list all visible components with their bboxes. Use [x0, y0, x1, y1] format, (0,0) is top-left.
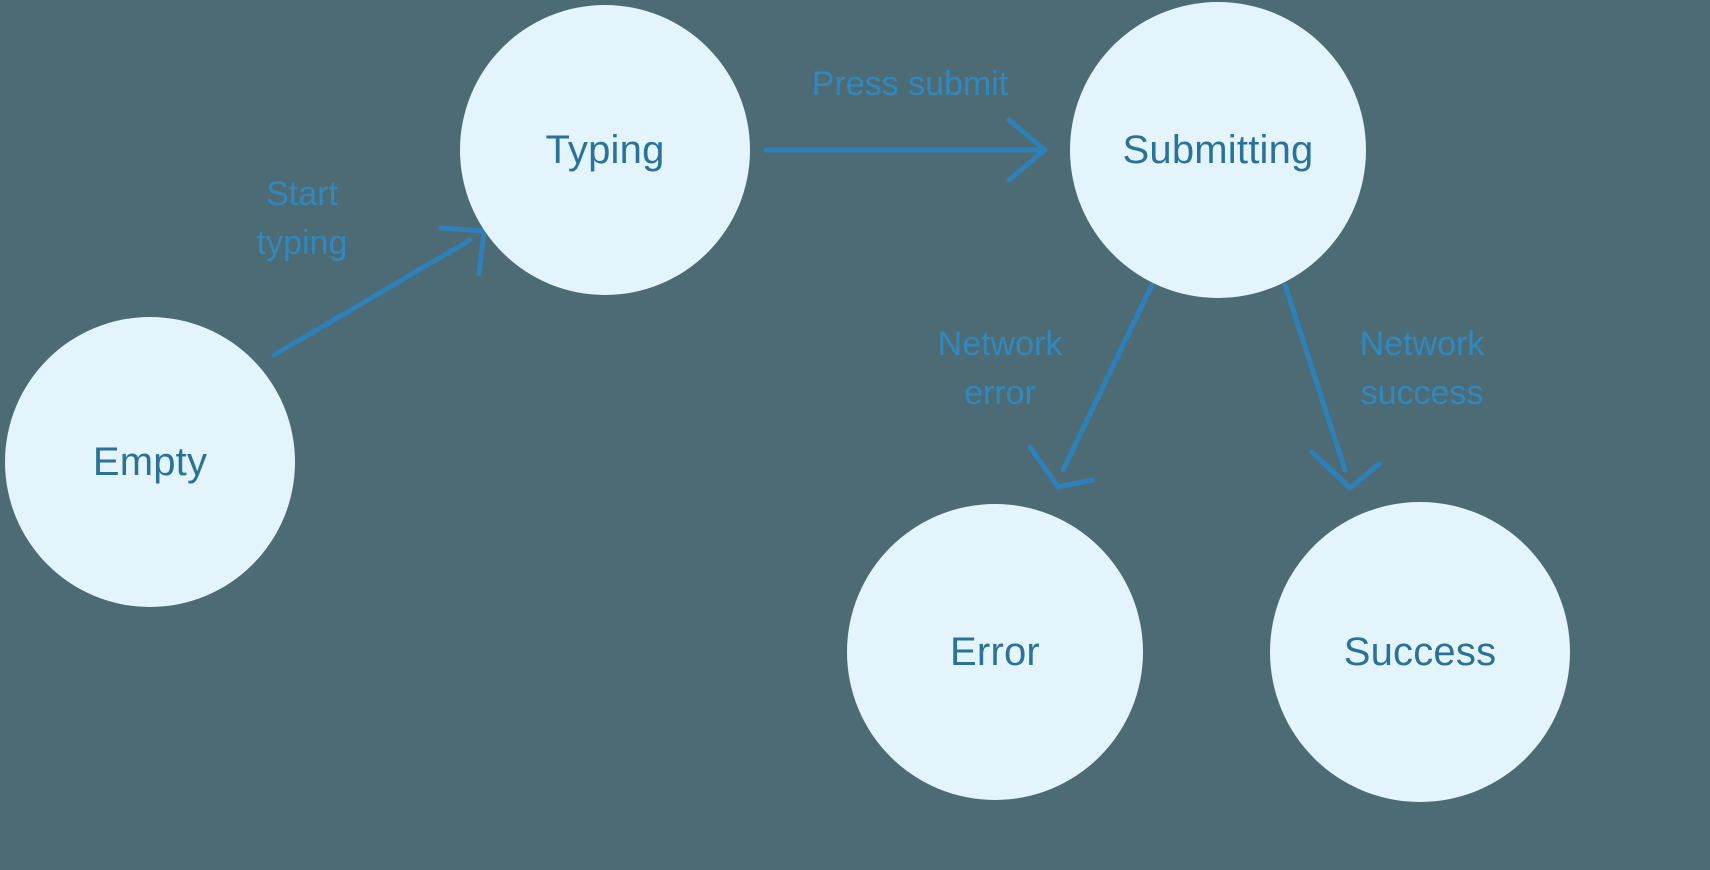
arrowhead: [1309, 449, 1382, 491]
edge-label-press-submit: Press submit: [811, 65, 1009, 103]
edge-label-network-error: Network error: [937, 325, 1063, 413]
edge-label-start-typing: Start typing: [256, 175, 348, 263]
state-node-success[interactable]: Success: [1270, 502, 1570, 802]
edge-typing-to-submitting: [763, 117, 1048, 183]
edge-line: [1060, 282, 1155, 473]
state-node-empty[interactable]: Empty: [5, 317, 295, 607]
arrowhead: [1006, 117, 1048, 183]
edge-submitting-to-success: [1282, 282, 1382, 491]
state-node-error[interactable]: Error: [847, 504, 1143, 800]
state-node-label: Error: [950, 630, 1040, 674]
state-node-label: Success: [1343, 630, 1497, 674]
state-node-label: Empty: [92, 440, 208, 484]
edge-line: [271, 237, 473, 358]
state-node-submitting[interactable]: Submitting: [1070, 2, 1366, 298]
edge-submitting-to-error: [1027, 282, 1155, 490]
edge-line: [1282, 282, 1348, 473]
state-node-label: Submitting: [1122, 128, 1314, 172]
edge-label-network-success: Network success: [1359, 325, 1485, 413]
state-node-label: Typing: [545, 128, 665, 172]
arrowhead: [1027, 444, 1095, 490]
state-node-typing[interactable]: Typing: [460, 5, 750, 295]
